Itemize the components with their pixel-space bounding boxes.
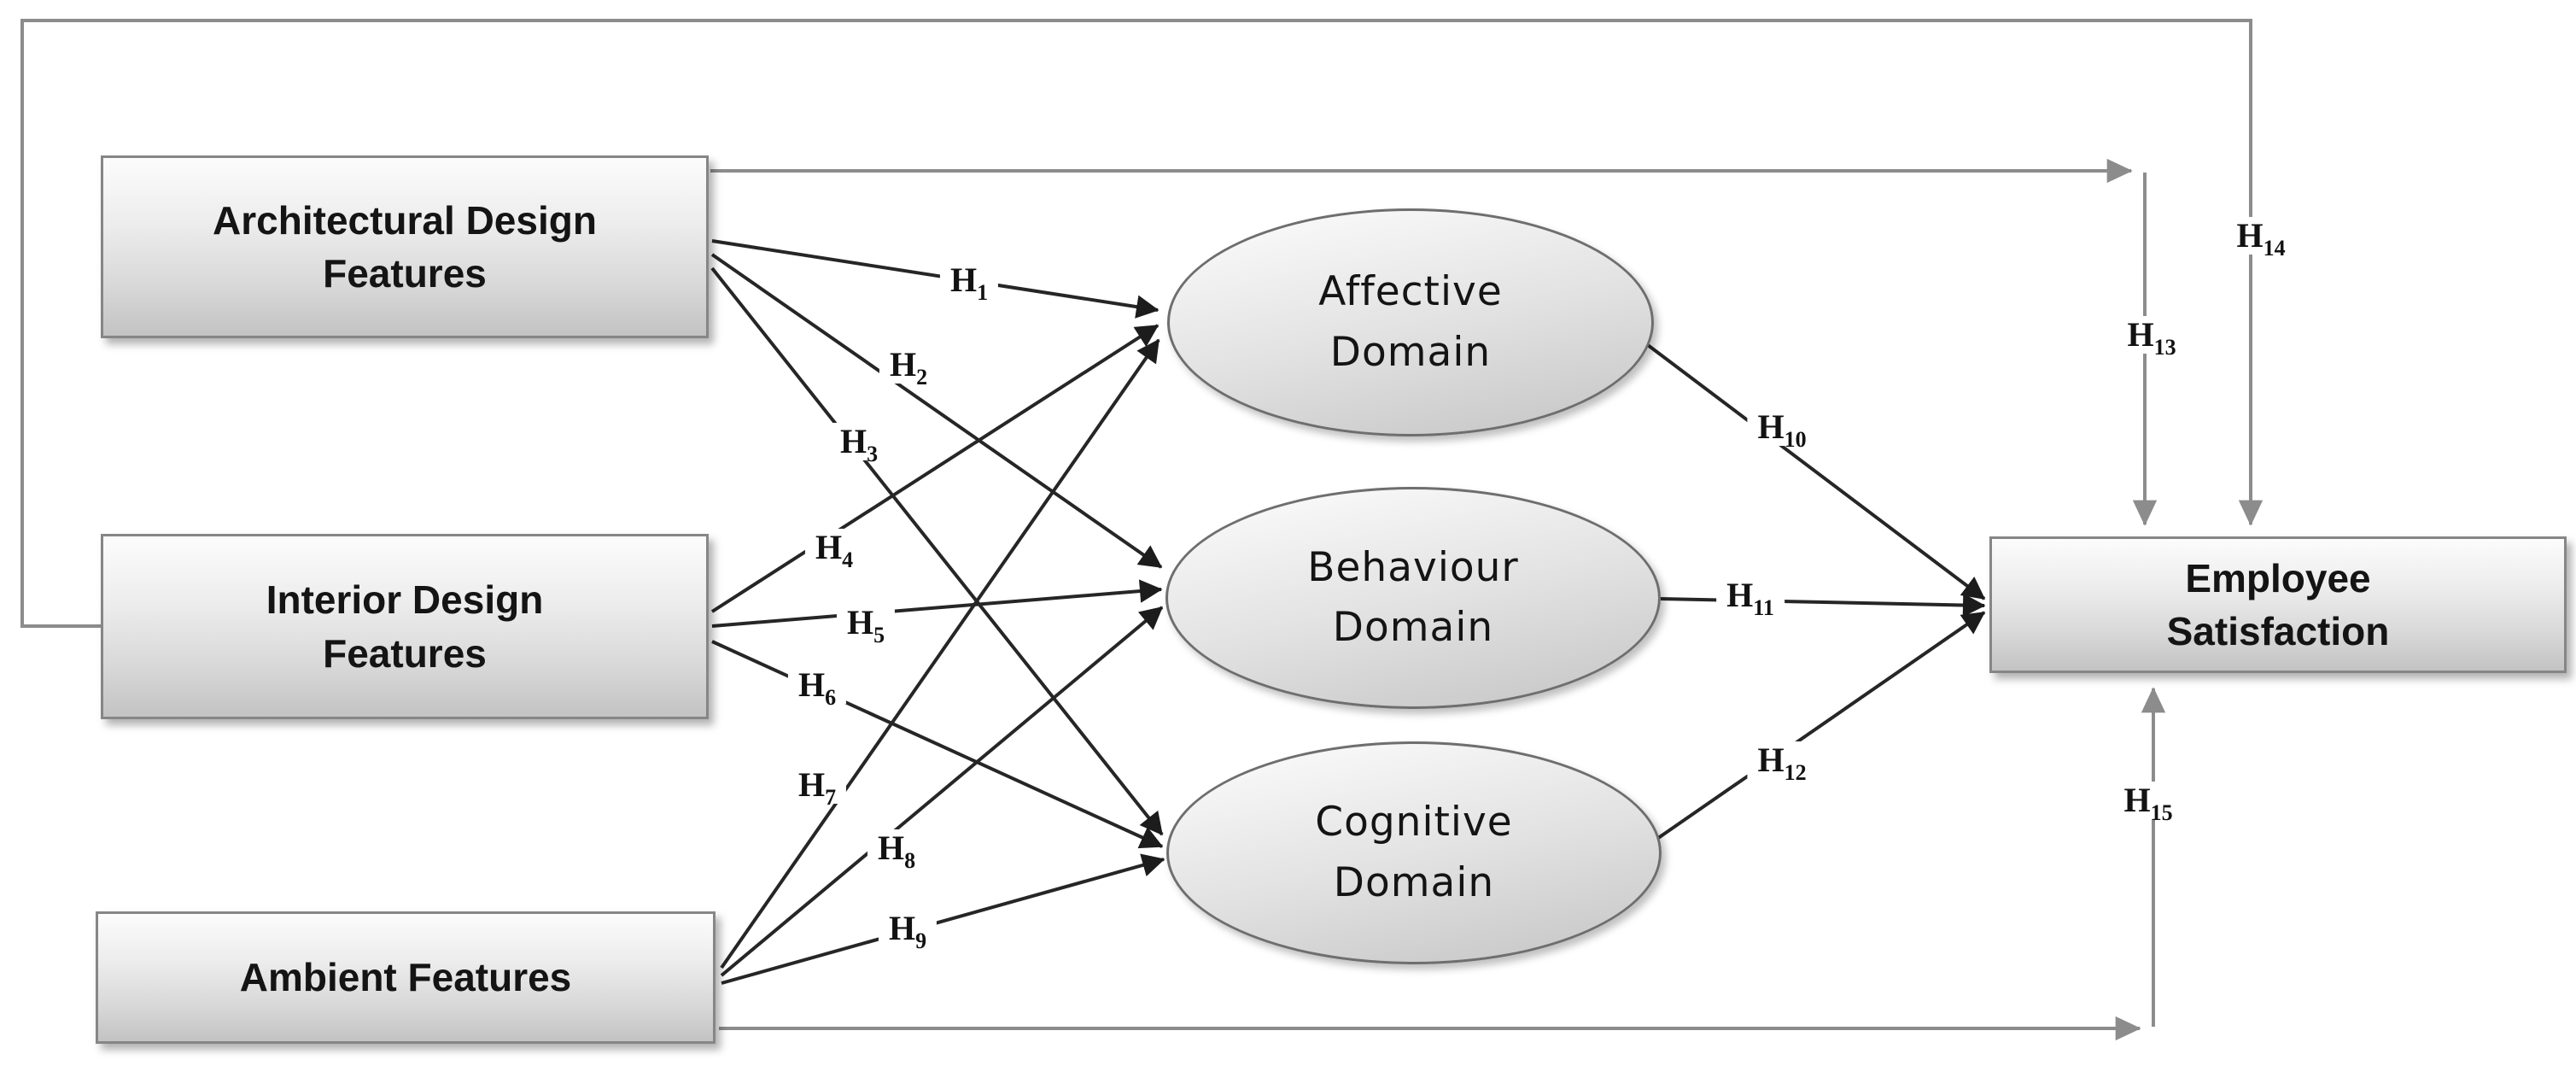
edge-h9-ambient-cognitive bbox=[721, 853, 1165, 985]
node-ambient-features: Ambient Features bbox=[96, 911, 716, 1044]
node-architectural-design-features: Architectural Design Features bbox=[101, 155, 709, 338]
hypothesis-label-h7: H7 bbox=[787, 766, 847, 809]
hypothesis-label-h3: H3 bbox=[829, 423, 889, 466]
node-behaviour-domain: Behaviour Domain bbox=[1165, 487, 1661, 709]
node-label: Architectural Design Features bbox=[213, 197, 597, 296]
hypothesis-label-h10: H10 bbox=[1747, 408, 1817, 451]
hypothesis-label-h6: H6 bbox=[787, 666, 847, 709]
node-employee-satisfaction: Employee Satisfaction bbox=[1989, 536, 2567, 673]
node-label: Interior Design Features bbox=[266, 577, 544, 676]
hypothesis-label-h13: H13 bbox=[2117, 316, 2187, 359]
hypothesis-label-h14: H14 bbox=[2226, 217, 2296, 260]
node-affective-domain: Affective Domain bbox=[1167, 208, 1654, 436]
hypothesis-label-h2: H2 bbox=[879, 346, 938, 389]
hypothesis-label-h15: H15 bbox=[2113, 782, 2183, 824]
hypothesis-label-h4: H4 bbox=[804, 529, 864, 571]
node-label: Employee Satisfaction bbox=[2166, 555, 2390, 653]
edge-h10-affective-satisfaction bbox=[1639, 338, 1986, 600]
hypothesis-label-h9: H9 bbox=[878, 910, 938, 952]
edge-h6-interior-cognitive bbox=[711, 640, 1164, 849]
node-label: Behaviour Domain bbox=[1307, 543, 1519, 652]
edge-h7-ambient-affective bbox=[720, 338, 1160, 969]
hypothesis-label-h11: H11 bbox=[1716, 577, 1785, 619]
edge-h11-behaviour-satisfaction bbox=[1660, 593, 1986, 618]
hypothesis-label-h5: H5 bbox=[836, 604, 896, 647]
edge-h1-architectural-affective bbox=[711, 239, 1159, 319]
hypothesis-label-h1: H1 bbox=[939, 261, 999, 304]
hypothesis-label-h8: H8 bbox=[867, 829, 926, 872]
edge-h12-cognitive-satisfaction bbox=[1650, 611, 1986, 844]
node-label: Ambient Features bbox=[239, 955, 572, 1000]
edge-h5-interior-behaviour bbox=[711, 579, 1163, 628]
node-label: Affective Domain bbox=[1318, 268, 1503, 376]
edge-h2-architectural-behaviour bbox=[710, 253, 1163, 569]
hypothesis-label-h12: H12 bbox=[1747, 741, 1817, 784]
node-interior-design-features: Interior Design Features bbox=[101, 534, 709, 719]
node-cognitive-domain: Cognitive Domain bbox=[1166, 741, 1662, 964]
node-label: Cognitive Domain bbox=[1315, 799, 1513, 906]
